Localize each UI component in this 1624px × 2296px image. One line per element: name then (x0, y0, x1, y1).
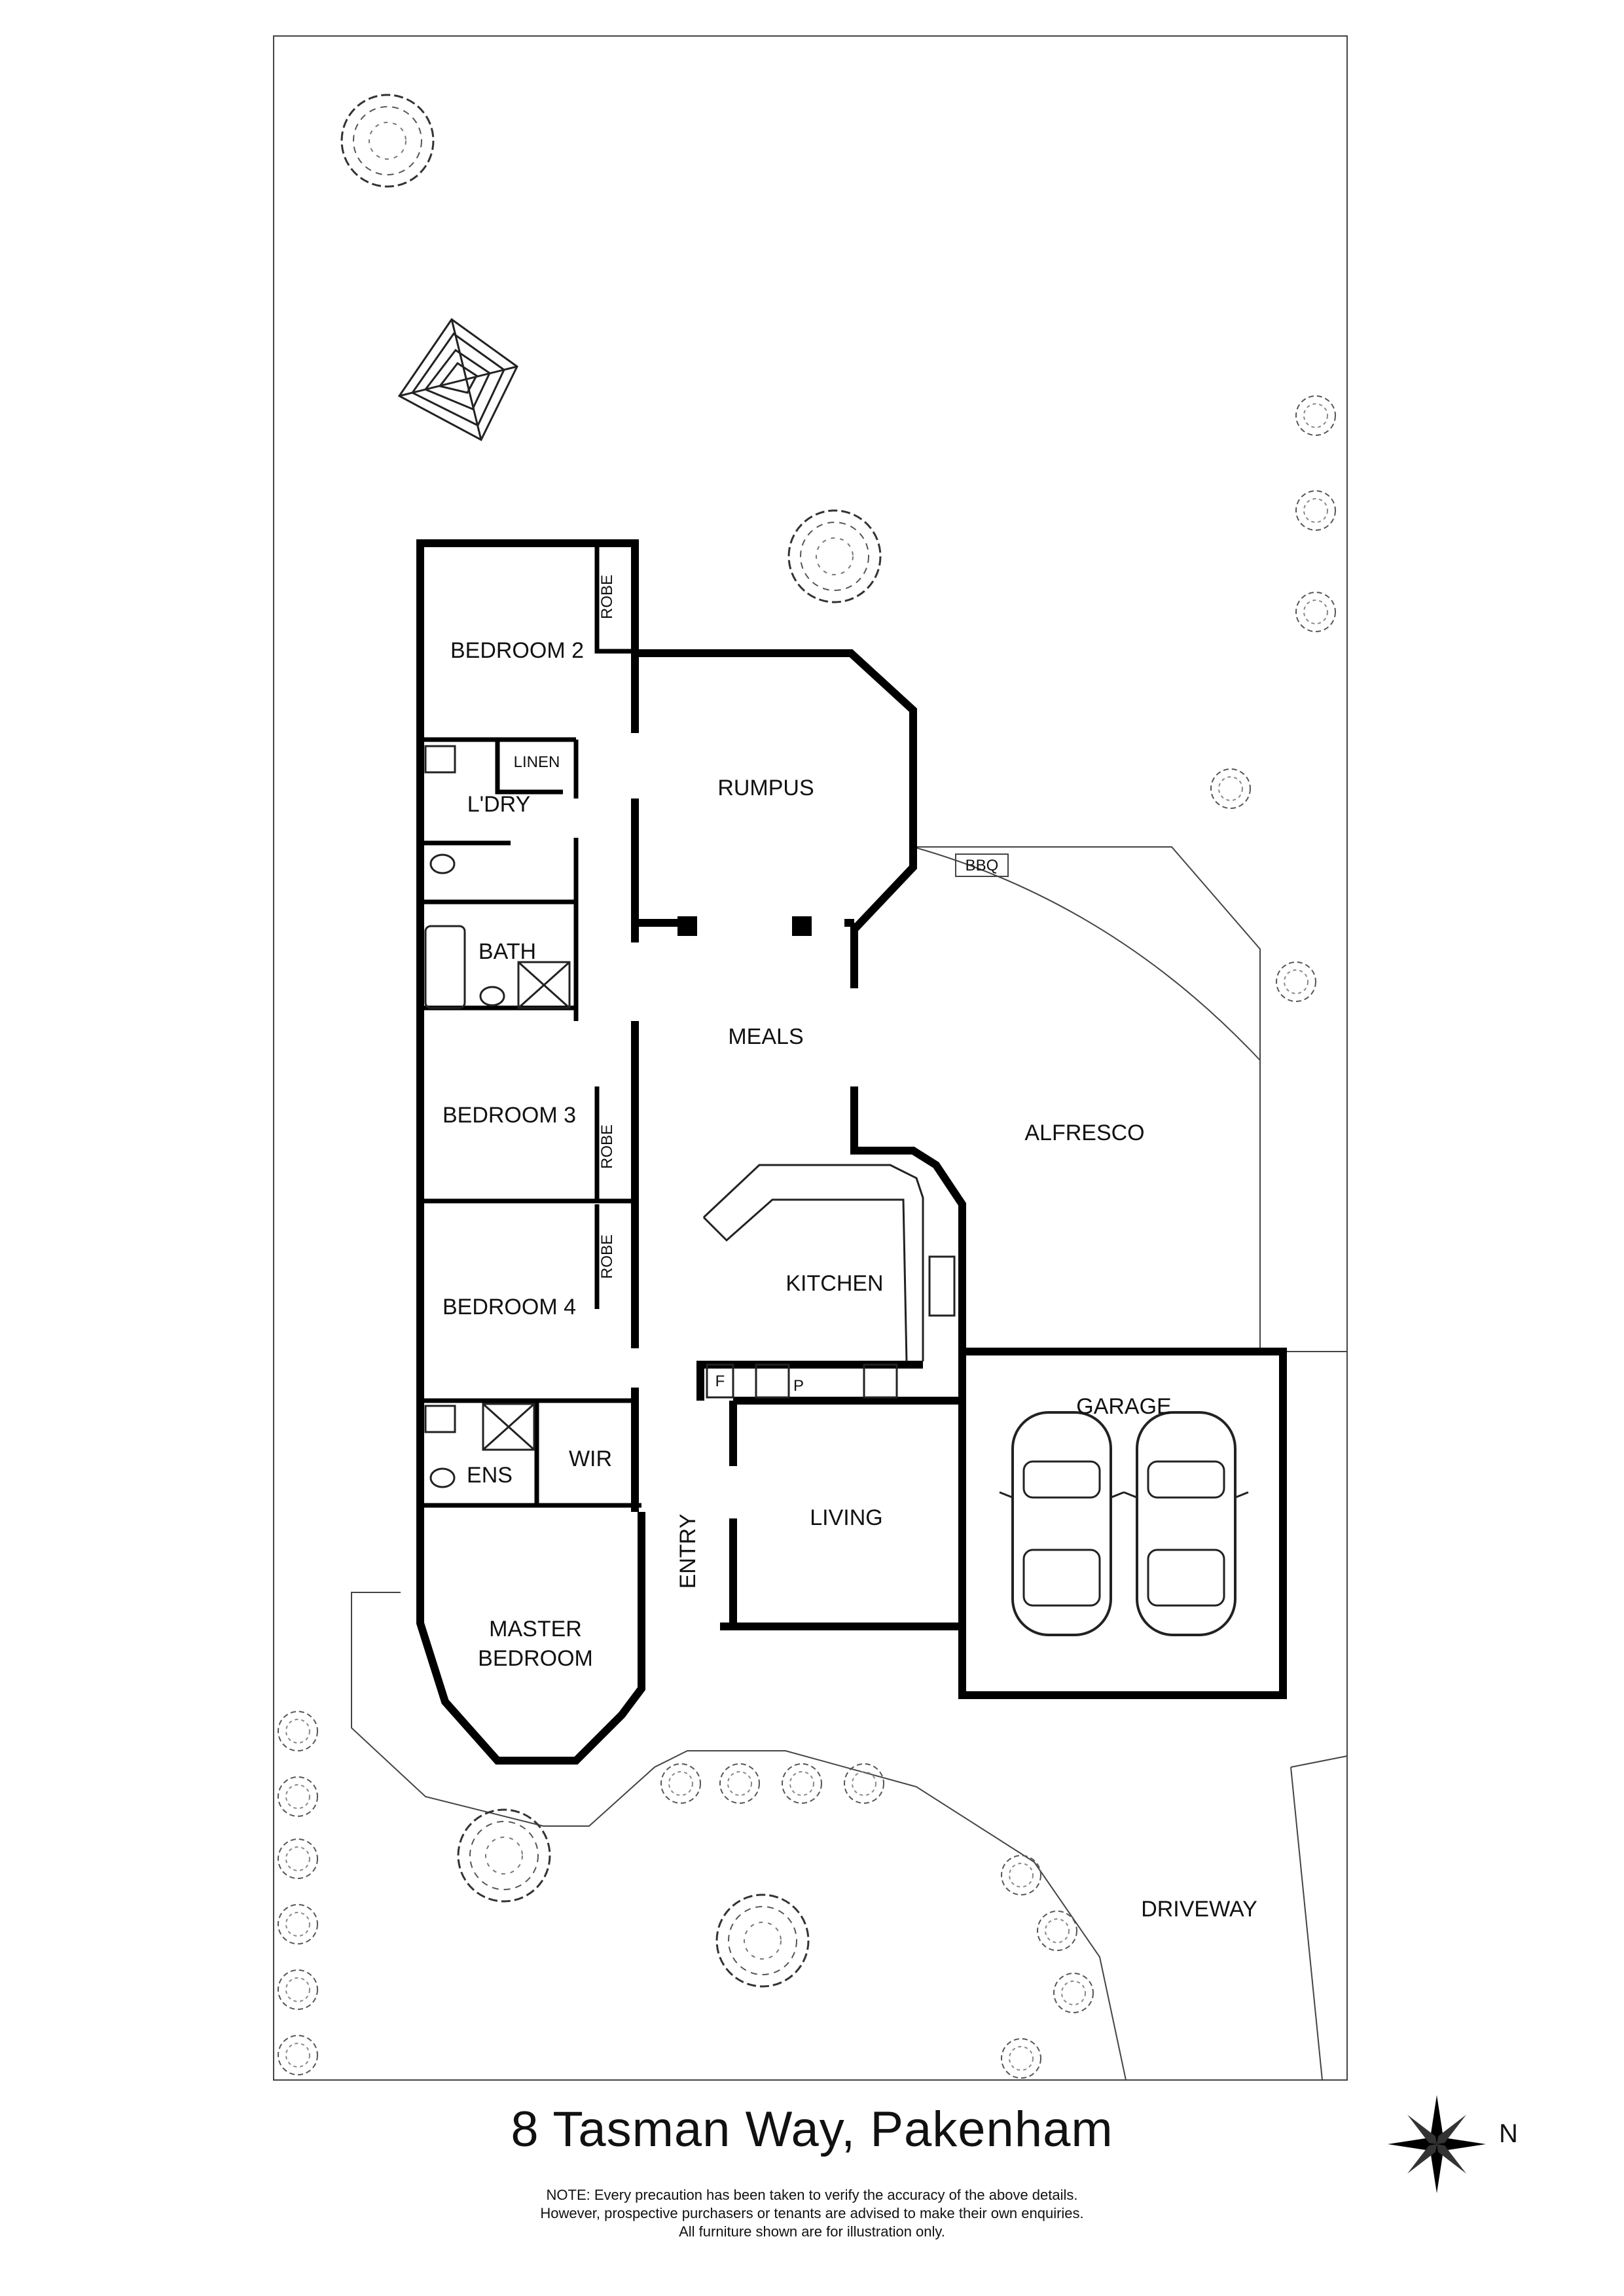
interior-walls (420, 543, 641, 1508)
label-bath: BATH (478, 939, 536, 964)
note-line-2: However, prospective purchasers or tenan… (540, 2205, 1084, 2221)
label-bedroom-4: BEDROOM 4 (442, 1295, 576, 1319)
disclaimer-note: NOTE: Every precaution has been taken to… (0, 2186, 1624, 2241)
label-robe-1: ROBE (598, 575, 616, 619)
compass-north-label: N (1499, 2119, 1518, 2148)
note-line-3: All furniture shown are for illustration… (679, 2223, 945, 2240)
label-living: LIVING (810, 1505, 882, 1530)
alfresco-outline (912, 846, 1261, 1348)
room-labels: BEDROOM 2 ROBE LINEN L'DRY RUMPUS BBQ BA… (442, 575, 1257, 1922)
label-rumpus: RUMPUS (717, 776, 814, 800)
trees (278, 94, 1336, 2079)
garden-lines (351, 1351, 1348, 2081)
label-bbq: BBQ (965, 857, 999, 874)
garage-cars (998, 1411, 1250, 1636)
label-laundry: L'DRY (467, 792, 531, 817)
label-meals: MEALS (728, 1024, 803, 1049)
label-master-line1: MASTER (489, 1617, 582, 1641)
property-address: 8 Tasman Way, Pakenham (511, 2102, 1113, 2157)
label-pantry: P (793, 1377, 804, 1395)
label-master-line2: BEDROOM (478, 1646, 593, 1671)
label-robe-2: ROBE (598, 1124, 616, 1169)
columns (677, 916, 812, 936)
label-entry: ENTRY (676, 1514, 700, 1589)
bathroom-fixtures (424, 745, 571, 1488)
label-fridge: F (715, 1372, 725, 1390)
kitchen-bench (702, 1164, 956, 1399)
label-garage: GARAGE (1076, 1394, 1171, 1419)
pyramid-feature (397, 317, 518, 442)
label-ensuite: ENS (467, 1463, 513, 1488)
label-bedroom-3: BEDROOM 3 (442, 1103, 576, 1128)
label-bedroom-2: BEDROOM 2 (450, 638, 584, 663)
label-robe-3: ROBE (598, 1234, 616, 1279)
note-line-1: NOTE: Every precaution has been taken to… (546, 2187, 1078, 2203)
label-wir: WIR (569, 1446, 612, 1471)
label-linen: LINEN (514, 753, 560, 771)
label-alfresco: ALFRESCO (1024, 1121, 1144, 1145)
label-driveway: DRIVEWAY (1141, 1897, 1257, 1922)
label-kitchen: KITCHEN (785, 1271, 883, 1296)
compass-icon (1388, 2095, 1486, 2193)
property-boundary (273, 35, 1348, 2081)
house-walls (416, 539, 1287, 1765)
